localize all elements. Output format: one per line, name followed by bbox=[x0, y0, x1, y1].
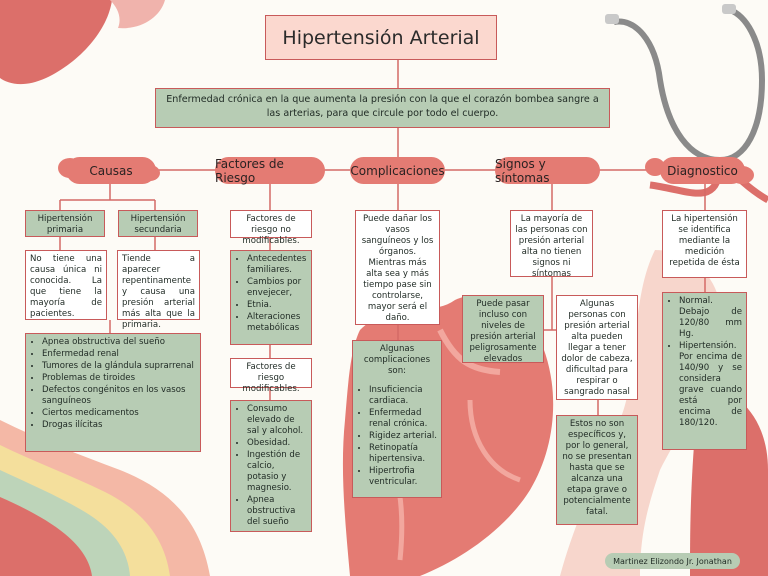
signos-left-box: Puede pasar incluso con niveles de presi… bbox=[462, 295, 544, 364]
list-item: Consumo elevado de sal y alcohol. bbox=[247, 404, 307, 437]
category-signos-sintomas: Signos y síntomas bbox=[495, 157, 600, 185]
primaria-text: No tiene una causa única ni conocida. La… bbox=[25, 250, 107, 320]
list-item: Hipertensión. Por encima de 140/90 y se … bbox=[679, 341, 742, 429]
complicaciones-sub-label: Algunas complicaciones son: bbox=[363, 344, 431, 376]
list-item: Defectos congénitos en los vasos sanguín… bbox=[42, 385, 196, 407]
modificables-label: Factores de riesgo modificables. bbox=[230, 358, 312, 394]
category-complicaciones: Complicaciones bbox=[350, 157, 445, 184]
list-item: Apnea obstructiva del sueño bbox=[247, 495, 307, 528]
diagnostico-list-box: Normal. Debajo de 120/80 mm Hg. Hiperten… bbox=[662, 292, 747, 450]
list-item: Drogas ilícitas bbox=[42, 420, 196, 431]
list-item: Etnia. bbox=[247, 300, 307, 311]
list-item: Tumores de la glándula suprarrenal bbox=[42, 361, 196, 372]
primaria-label: Hipertensión primaria bbox=[25, 210, 105, 237]
top-left-blob-light bbox=[110, 0, 165, 29]
list-item: Antecedentes familiares. bbox=[247, 254, 307, 276]
category-factores-riesgo: Factores de Riesgo bbox=[215, 157, 325, 185]
list-item: Alteraciones metabólicas bbox=[247, 312, 307, 334]
list-item: Apnea obstructiva del sueño bbox=[42, 337, 196, 348]
secundaria-label: Hipertensión secundaria bbox=[118, 210, 198, 237]
secundaria-text: Tiende a aparecer repentinamente y causa… bbox=[117, 250, 200, 330]
category-causas: Causas bbox=[66, 157, 156, 184]
list-item: Ciertos medicamentos bbox=[42, 408, 196, 419]
list-item: Insuficiencia cardiaca. bbox=[369, 385, 437, 407]
list-item: Enfermedad renal bbox=[42, 349, 196, 360]
page-title: Hipertensión Arterial bbox=[265, 15, 497, 60]
modificables-list-box: Consumo elevado de sal y alcohol. Obesid… bbox=[230, 400, 312, 532]
list-item: Enfermedad renal crónica. bbox=[369, 408, 437, 430]
author-label: Martinez Elizondo Jr. Jonathan bbox=[605, 553, 740, 569]
no-modificables-label: Factores de riesgo no modificables. bbox=[230, 210, 312, 246]
list-item: Cambios por envejecer, bbox=[247, 277, 307, 299]
list-item: Retinopatía hipertensiva. bbox=[369, 443, 437, 465]
complicaciones-text: Puede dañar los vasos sanguíneos y los ó… bbox=[355, 210, 440, 325]
category-diagnostico: Diagnostico bbox=[660, 157, 745, 184]
signos-bottom-box: Estos no son específicos y, por lo gener… bbox=[556, 415, 638, 525]
list-item: Obesidad. bbox=[247, 438, 307, 449]
signos-right-box: Algunas personas con presión arterial al… bbox=[556, 295, 638, 400]
list-item: Rigidez arterial. bbox=[369, 431, 437, 442]
causas-list-box: Apnea obstructiva del sueño Enfermedad r… bbox=[25, 333, 201, 452]
list-item: Ingestión de calcio, potasio y magnesio. bbox=[247, 450, 307, 494]
diagnostico-text: La hipertensión se identifica mediante l… bbox=[662, 210, 747, 278]
list-item: Normal. Debajo de 120/80 mm Hg. bbox=[679, 296, 742, 340]
bottom-left-stripe-red bbox=[0, 497, 92, 576]
list-item: Hipertrofia ventricular. bbox=[369, 466, 437, 488]
top-left-blob bbox=[0, 0, 112, 85]
signos-text: La mayoría de las personas con presión a… bbox=[510, 210, 593, 279]
no-modificables-list-box: Antecedentes familiares. Cambios por env… bbox=[230, 250, 312, 345]
complicaciones-list-box: Algunas complicaciones son: Insuficienci… bbox=[352, 340, 442, 498]
definition-box: Enfermedad crónica en la que aumenta la … bbox=[155, 88, 610, 128]
list-item: Problemas de tiroides bbox=[42, 373, 196, 384]
